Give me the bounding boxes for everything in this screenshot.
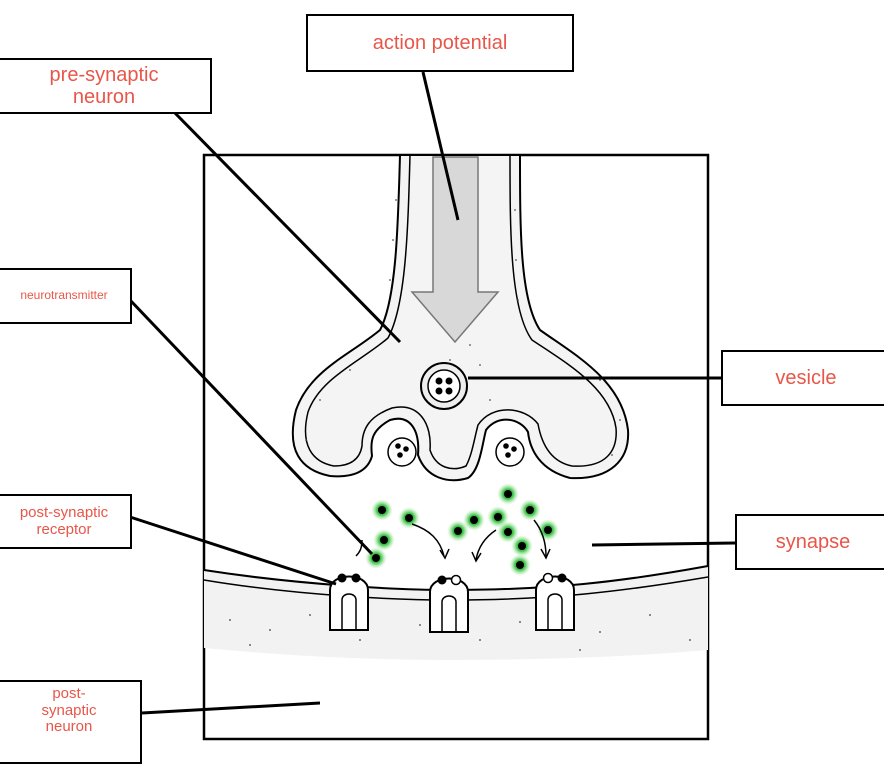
- docking-vesicle-right: [495, 437, 525, 467]
- leader-neurotransmitter: [128, 298, 374, 556]
- leader-post-synaptic-neuron: [141, 701, 321, 715]
- label-vesicle: vesicle: [721, 350, 884, 406]
- label-pre-synaptic-neuron: pre-synaptic neuron: [0, 58, 212, 114]
- diffusion-arrows: [355, 519, 551, 563]
- leader-action-potential: [421, 71, 460, 221]
- leader-post-synaptic-receptor: [129, 515, 337, 586]
- post-synaptic-receptor-3: [535, 572, 575, 631]
- post-synaptic-receptor-1: [329, 573, 369, 631]
- vesicle: [420, 362, 468, 410]
- post-synaptic-receptor-2: [429, 574, 469, 633]
- label-post-synaptic-neuron: post- synaptic neuron: [0, 680, 142, 764]
- leader-lines: [128, 71, 736, 715]
- docking-vesicle-left: [387, 437, 417, 467]
- label-synapse: synapse: [735, 514, 884, 570]
- label-post-synaptic-receptor: post-synaptic receptor: [0, 494, 132, 549]
- leader-synapse: [591, 541, 736, 547]
- label-neurotransmitter: neurotransmitter: [0, 268, 132, 324]
- action-potential-arrow: [410, 156, 500, 344]
- leader-pre-synaptic-neuron: [172, 110, 402, 344]
- label-action-potential: action potential: [306, 14, 574, 72]
- neurotransmitter-molecules: [365, 483, 559, 576]
